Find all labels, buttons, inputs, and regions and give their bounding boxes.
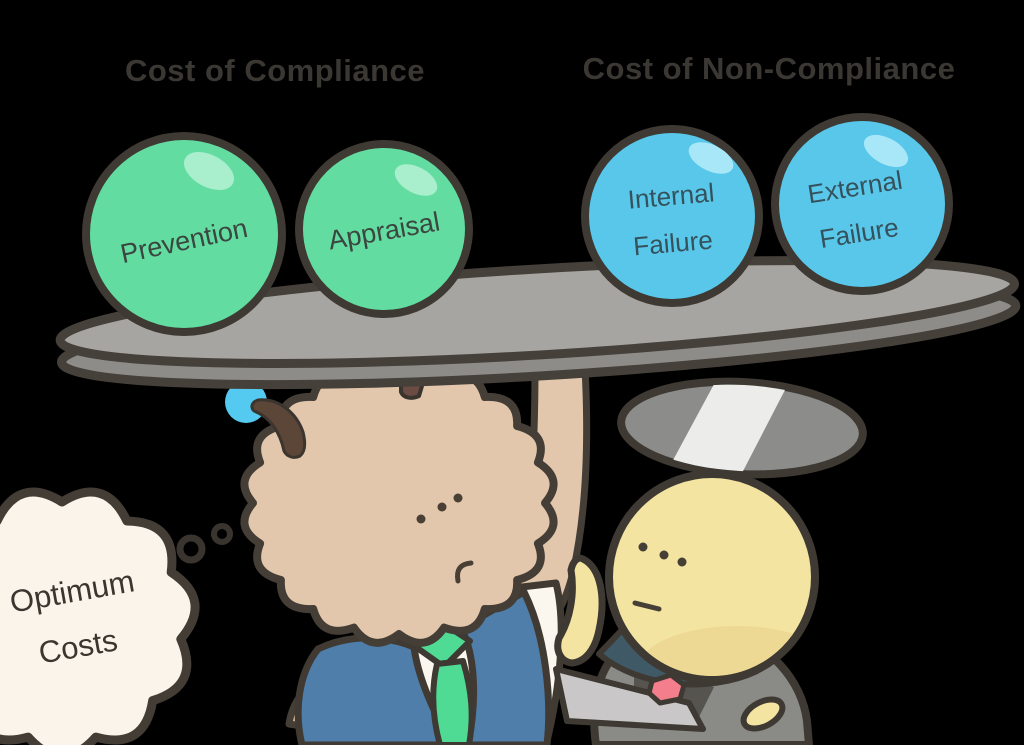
- inspector-character: [553, 377, 867, 745]
- tray-surface: [55, 256, 1020, 368]
- manager-eye-dot: [453, 493, 463, 503]
- inspector-badge: [646, 672, 687, 706]
- thought-bubble-trail-small: [211, 523, 233, 545]
- title-cost-of-non-compliance: Cost of Non-Compliance: [583, 51, 956, 86]
- thought-cloud: [0, 487, 200, 745]
- ball-external-failure-highlight: [863, 134, 909, 168]
- ball-internal-failure-circle: [581, 125, 763, 307]
- manager-eye-dot: [437, 502, 447, 512]
- ball-appraisal: Appraisal: [295, 140, 473, 318]
- manager-tie-band: [430, 658, 475, 745]
- ball-internal-failure-highlight: [688, 142, 734, 174]
- ball-prevention-highlight: [184, 152, 234, 190]
- inspector-eyes: [638, 542, 687, 567]
- inspector-eye-dot: [677, 557, 687, 567]
- manager-antenna: [250, 398, 307, 459]
- manager-eyes: [416, 493, 463, 524]
- inspector-clipboard: [553, 666, 706, 732]
- ball-prevention: Prevention: [82, 132, 286, 336]
- title-cost-of-compliance: Cost of Compliance: [125, 53, 425, 88]
- ball-appraisal-highlight: [394, 164, 438, 196]
- inspector-raised-arm: [554, 554, 606, 667]
- inspector-hat: [617, 377, 867, 479]
- ball-prevention-circle: [82, 132, 286, 336]
- thought-bubble-trail-large: [176, 534, 206, 564]
- balance-tray: [55, 256, 1021, 390]
- manager-character: [225, 359, 591, 745]
- ball-external-failure-circle: [771, 113, 953, 295]
- manager-head: [240, 359, 558, 647]
- ball-internal-failure-label-2: Failure: [632, 225, 714, 262]
- inspector-mouth: [632, 600, 662, 612]
- inspector-hand: [740, 696, 786, 732]
- inspector-eye-dot: [659, 550, 669, 560]
- ball-external-failure: External Failure: [771, 113, 953, 295]
- ball-internal-failure: Internal Failure: [581, 125, 763, 307]
- inspector-hat-stripe: [666, 379, 789, 476]
- thought-bubble: Optimum Costs: [0, 487, 233, 745]
- manager-mouth: [455, 560, 474, 584]
- manager-eye-dot: [416, 514, 426, 524]
- inspector-eye-dot: [638, 542, 648, 552]
